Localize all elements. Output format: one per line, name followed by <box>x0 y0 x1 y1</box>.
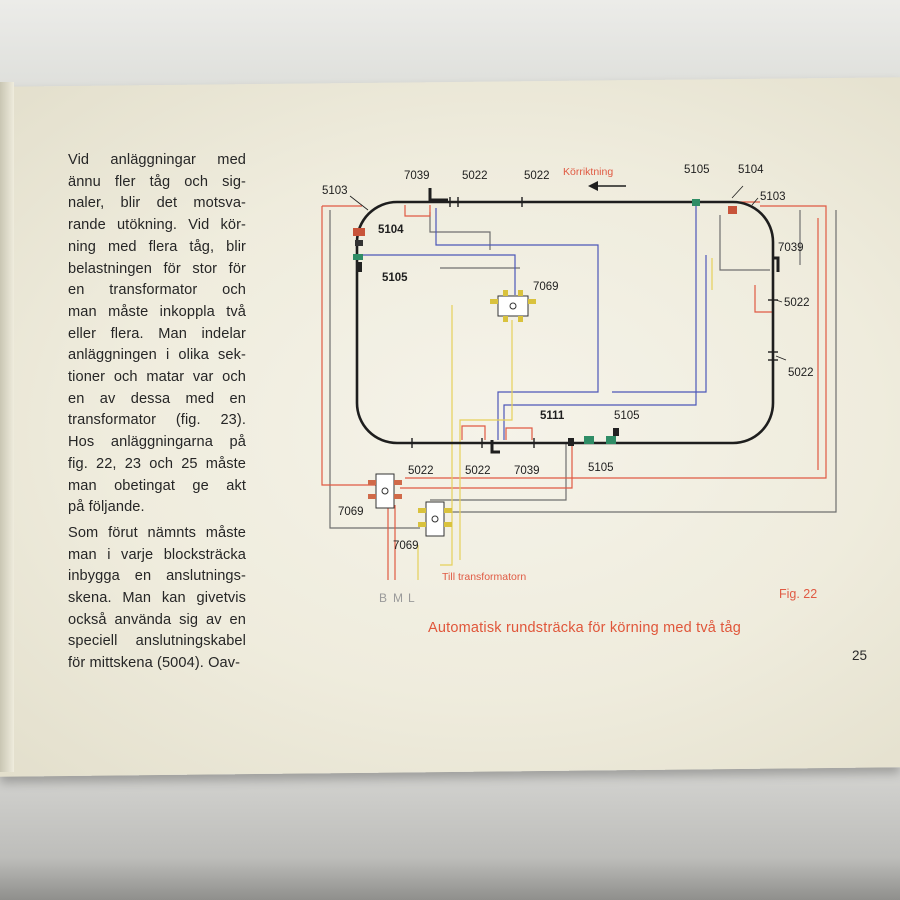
uncoupler-7039-top <box>428 188 448 202</box>
text-line: speciell anslutningskabel <box>68 633 246 650</box>
text-line: för mittskena (5004). Oav- <box>68 655 241 672</box>
label-5111: 5111 <box>540 410 565 422</box>
label-7069-left: 7069 <box>338 506 364 518</box>
gray-wire <box>719 215 770 271</box>
text-line: fig. 22, 23 och 25 måste <box>68 455 246 472</box>
label-5105-left: 5105 <box>382 272 408 284</box>
red-wire <box>461 425 486 440</box>
gray-wire <box>329 210 420 529</box>
label-7039-bottom: 7039 <box>514 465 540 477</box>
red-wire <box>404 205 431 217</box>
distributor-7069-left <box>368 473 402 509</box>
text-line: man måste inkoppla två <box>68 303 246 320</box>
label-5022-top1: 5022 <box>462 170 488 182</box>
red-wire <box>405 205 827 479</box>
figure-caption: Automatisk rundsträcka för körning med t… <box>428 620 742 636</box>
label-5022-right2: 5022 <box>788 367 814 379</box>
red-wire <box>321 206 378 486</box>
label-7039-top: 7039 <box>404 170 430 182</box>
fig-label: Fig. 22 <box>779 587 817 601</box>
distributor-7069-center <box>490 290 536 322</box>
uncoupler-7039-right <box>772 256 780 272</box>
label-5103-left: 5103 <box>322 185 348 197</box>
label-5105-topright: 5105 <box>684 164 710 176</box>
gray-wire <box>450 210 837 513</box>
text-line: också använda sig av en <box>68 611 246 628</box>
label-7039-right: 7039 <box>778 242 804 254</box>
text-line: Hos anläggningarna på <box>68 434 246 451</box>
label-5022-bottom2: 5022 <box>465 465 491 477</box>
blue-wire <box>360 254 516 295</box>
text-line: man i varje blocksträcka <box>68 546 246 563</box>
text-line: anläggningen i olika sek- <box>68 347 246 364</box>
text-line: på följande. <box>68 499 145 516</box>
direction-arrow <box>588 181 626 191</box>
text-line: transformator (fig. 23). <box>68 412 246 429</box>
terminal-l: L <box>408 591 415 605</box>
label-7069-center: 7069 <box>533 281 559 293</box>
terminal-m: M <box>393 591 403 605</box>
signal-5104-left <box>353 228 365 236</box>
text-line: en transformator och <box>68 282 246 299</box>
text-line: inbygga en anslutnings- <box>68 568 246 585</box>
label-5105-bottom2: 5105 <box>588 462 614 474</box>
body-text: Vid anläggningar med ännu fler tåg och s… <box>68 150 246 675</box>
signal-5105-top <box>692 199 700 206</box>
label-5104-left: 5104 <box>378 224 404 236</box>
uncoupler-7039-bottom <box>490 440 500 454</box>
label-5022-right1: 5022 <box>784 297 810 309</box>
signal-5105-bottom <box>584 436 594 444</box>
label-5105-bottom: 5105 <box>614 410 640 422</box>
label-5103-right: 5103 <box>760 191 786 203</box>
blue-wire <box>435 208 599 440</box>
signal-5105-left <box>353 254 363 260</box>
label-5022-bottom1: 5022 <box>408 465 434 477</box>
gray-wire <box>430 442 567 501</box>
direction-label: Körriktning <box>563 166 613 178</box>
signal-5104-top <box>728 206 737 214</box>
blue-wire <box>612 255 707 393</box>
text-line: skena. Man kan givetvis <box>68 590 246 607</box>
yellow-wire <box>440 305 453 566</box>
text-line: ännu fler tåg och sig- <box>68 173 246 190</box>
yellow-wire <box>459 320 513 560</box>
text-line: rande utökning. Vid kör- <box>68 217 246 234</box>
track-wiring-diagram: 7039 5022 5022 5103 5104 5105 7069 5105 … <box>321 164 837 605</box>
track-loop <box>355 200 775 445</box>
transformer-label: Till transformatorn <box>442 571 526 583</box>
text-line: Som förut nämnts måste <box>68 524 246 541</box>
text-line: man obetingat ge akt <box>68 477 246 494</box>
background-top <box>0 0 900 90</box>
text-line: en av dessa med en <box>68 390 246 407</box>
label-7069-lower: 7069 <box>393 540 419 552</box>
text-line: ning med flera tåg, blir <box>68 238 246 255</box>
label-5104-topright: 5104 <box>738 164 764 176</box>
blue-wire <box>503 205 697 440</box>
text-line: naler, blir det motsva- <box>68 195 246 212</box>
text-line: tioner och matar var och <box>68 369 246 386</box>
label-5022-top2: 5022 <box>524 170 550 182</box>
red-wire <box>400 440 573 489</box>
gray-wire <box>429 212 491 250</box>
page-number: 25 <box>852 648 868 663</box>
terminal-b: B <box>379 591 387 605</box>
background-bottom <box>0 760 900 900</box>
book-spine <box>0 82 14 772</box>
distributor-7069-lower <box>418 501 452 537</box>
text-line: Vid anläggningar med <box>68 152 246 168</box>
red-wire <box>754 285 772 313</box>
text-line: eller flera. Man indelar <box>68 325 246 342</box>
red-wire <box>505 427 533 440</box>
text-line: belastningen för stor för <box>68 260 246 277</box>
